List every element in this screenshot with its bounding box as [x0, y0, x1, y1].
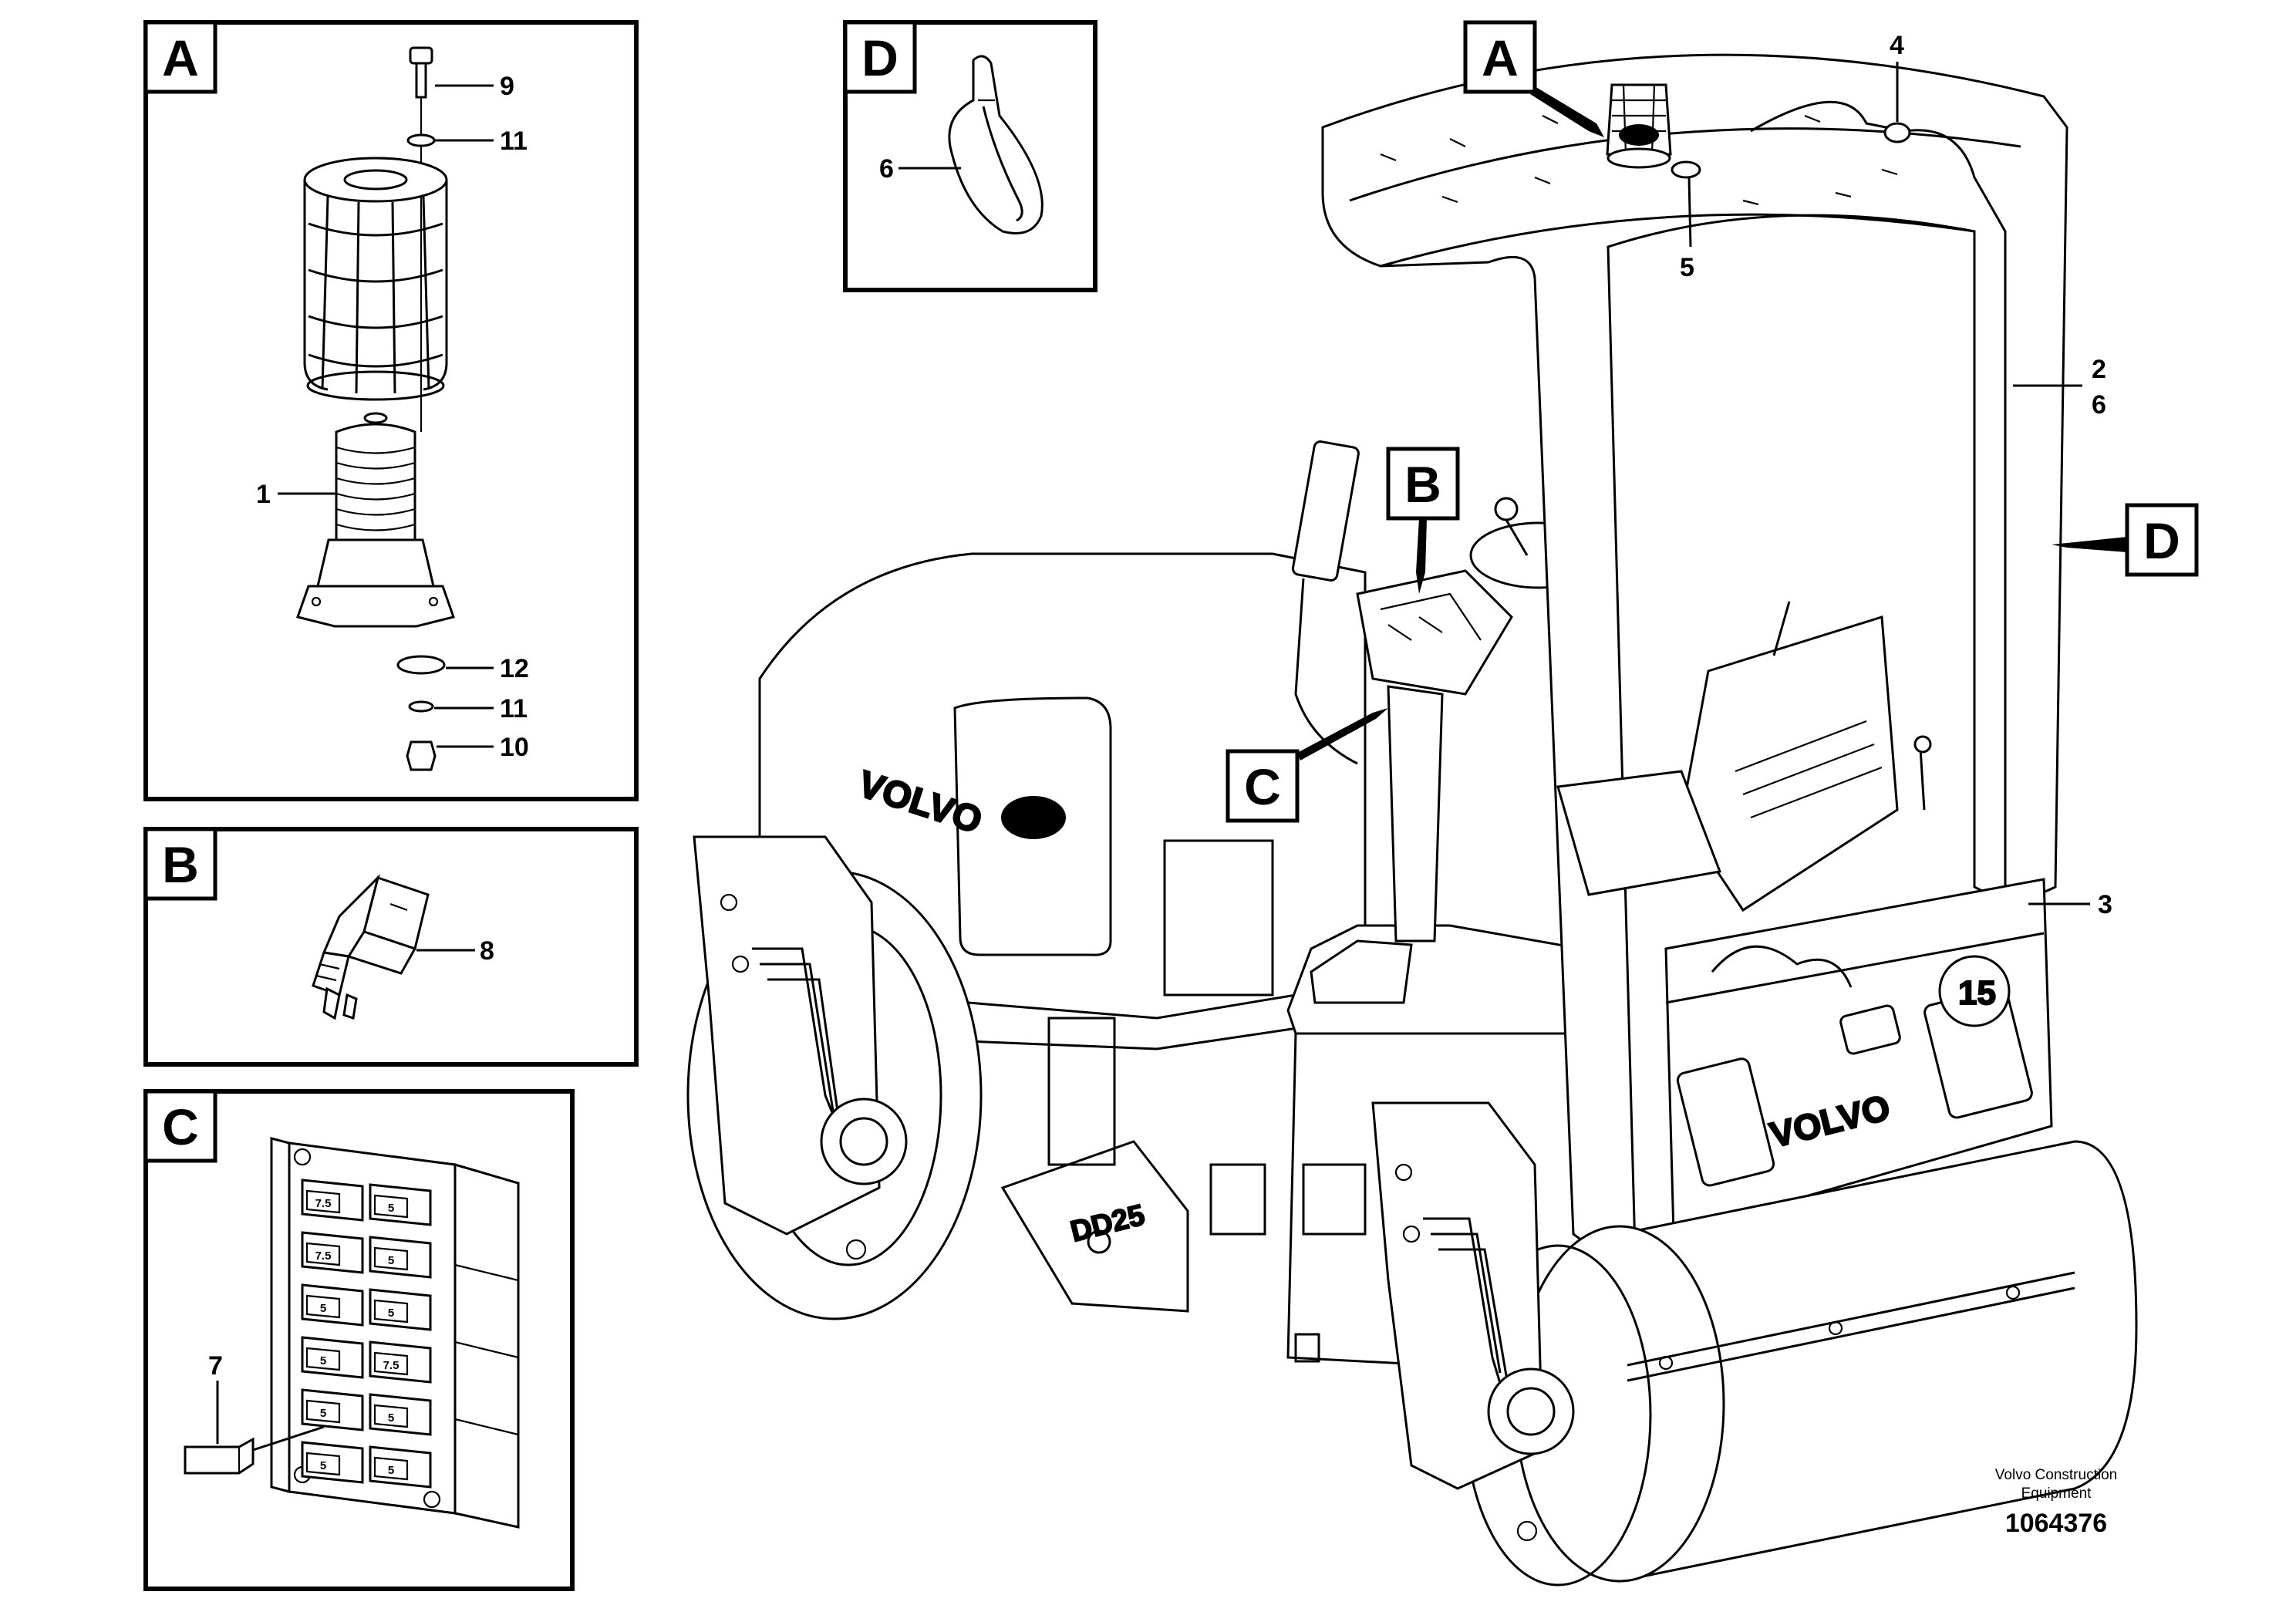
panel-c: C 7.5 5 7.5 5 5 5 5 7.5 5 5 5 5 7: [143, 1089, 575, 1591]
fuse-slot: [369, 1340, 432, 1384]
callout-11-top: 11: [500, 126, 528, 156]
washer-11-bottom-drawing: [408, 700, 434, 713]
main-tag-b-box: [1386, 447, 1460, 521]
document-number: 1064376: [2005, 1509, 2107, 1538]
fuse-label: 7.5: [315, 1197, 332, 1210]
fuse-slot: [301, 1179, 364, 1222]
callout-12: 12: [500, 654, 529, 683]
fuse-label: 5: [320, 1302, 326, 1315]
footer: Volvo Construction Equipment 1064376: [1995, 1467, 2117, 1538]
callout-4: 4: [1890, 31, 1904, 60]
fuse-cap: [305, 1294, 341, 1319]
callout-7: 7: [208, 1351, 223, 1381]
fuse-cap: [305, 1347, 341, 1371]
panel-b-letter-box: [143, 827, 217, 901]
front-drum-shell: [1618, 1140, 2138, 1583]
callout-9: 9: [500, 72, 514, 101]
control-console: [1356, 569, 1513, 696]
side-frame: [1000, 1140, 1189, 1313]
panel-b-letter: B: [162, 836, 199, 893]
washer-12-drawing: [396, 655, 446, 675]
fuse-label: 5: [388, 1307, 394, 1320]
fuse-cap: [373, 1351, 409, 1376]
fuse-cap: [373, 1246, 409, 1271]
fuse-cap: [373, 1456, 409, 1481]
nut-10-drawing: [406, 740, 437, 771]
panel-a-letter: A: [162, 29, 199, 86]
fuse-slot: [301, 1283, 364, 1327]
rops-frame: [1321, 53, 2068, 1261]
panel-d-letter-box: [843, 20, 917, 94]
fuse-slot: [369, 1393, 432, 1436]
fuse-slot: [301, 1231, 364, 1274]
roller-drawing: VOLVO DD25: [686, 53, 2138, 1587]
panel-d: D 6: [843, 20, 1097, 292]
main-tag-b: B: [1404, 456, 1441, 513]
callout-8: 8: [480, 936, 494, 966]
fuse-slot: [369, 1288, 432, 1331]
fuse-label: 5: [320, 1407, 326, 1420]
callout-6-main: 6: [2092, 390, 2106, 420]
callout-2: 2: [2092, 355, 2106, 384]
callout-6-panel-d: 6: [879, 154, 894, 184]
callout-10: 10: [500, 733, 529, 762]
fuse-cap: [305, 1189, 341, 1214]
fuse-cap: [373, 1299, 409, 1324]
fuse-label: 5: [388, 1464, 394, 1477]
fuse-slot: [369, 1236, 432, 1279]
fuse-slot: [369, 1183, 432, 1226]
main-tag-d-box: [2125, 503, 2199, 577]
callout-5: 5: [1680, 253, 1694, 282]
main-tag-a-box: [1463, 20, 1537, 94]
fuse-label: 7.5: [383, 1359, 400, 1372]
fuse-slot: [301, 1441, 364, 1484]
callout-3: 3: [2098, 890, 2112, 919]
fuse-cap: [305, 1242, 341, 1266]
fuse-cap: [305, 1399, 341, 1424]
fuse-slot: [301, 1388, 364, 1431]
fuse-cap: [305, 1452, 341, 1476]
weight-badge: 15: [1958, 974, 1996, 1012]
panel-d-letter: D: [861, 29, 899, 86]
main-tag-c-box: [1226, 749, 1300, 823]
beacon-lamp-1-drawing: [296, 412, 455, 628]
panel-a-letter-box: [143, 20, 217, 94]
main-tag-c: C: [1244, 758, 1281, 815]
panel-c-letter: C: [162, 1098, 199, 1155]
fuse-cap: [373, 1404, 409, 1428]
mirror: [1291, 440, 1360, 582]
beacon-cage-drawing: [303, 157, 448, 401]
fuse-slot: [369, 1445, 432, 1489]
fuse-slot: [301, 1336, 364, 1379]
callout-1: 1: [256, 480, 271, 509]
fuse-label: 5: [320, 1354, 326, 1367]
fuse-label: 5: [388, 1254, 394, 1267]
panel-a: A: [143, 20, 639, 801]
fuse-label: 5: [388, 1202, 394, 1215]
fuse-cap: [373, 1194, 409, 1219]
callout-11-bottom: 11: [500, 694, 528, 723]
main-tag-d: D: [2143, 512, 2180, 569]
rocker-switch-8-drawing: [312, 874, 430, 1020]
fuse-label: 5: [320, 1459, 326, 1472]
spare-fuse-7-drawing: [184, 1437, 255, 1475]
hood-grille: [1001, 796, 1066, 839]
washer-11-top-drawing: [406, 133, 436, 147]
main-view-callouts: A B C D 4 5 2 6 3: [1226, 20, 2199, 919]
main-tag-a: A: [1482, 29, 1519, 86]
fuse-label: 5: [388, 1411, 394, 1425]
fuse-label: 7.5: [315, 1249, 332, 1263]
panel-c-letter-box: [143, 1089, 217, 1163]
cable-tie-6-drawing: [948, 55, 1043, 234]
footer-caption-line2: Equipment: [2021, 1485, 2092, 1502]
footer-caption-line1: Volvo Construction: [1995, 1467, 2117, 1483]
panel-b: B 8: [143, 827, 639, 1067]
panel-a-frame: [143, 20, 639, 801]
beacon-on-roof: [1606, 83, 1672, 169]
fuse-grid: 7.5 5 7.5 5 5 5 5 7.5 5 5 5 5: [301, 1179, 432, 1489]
